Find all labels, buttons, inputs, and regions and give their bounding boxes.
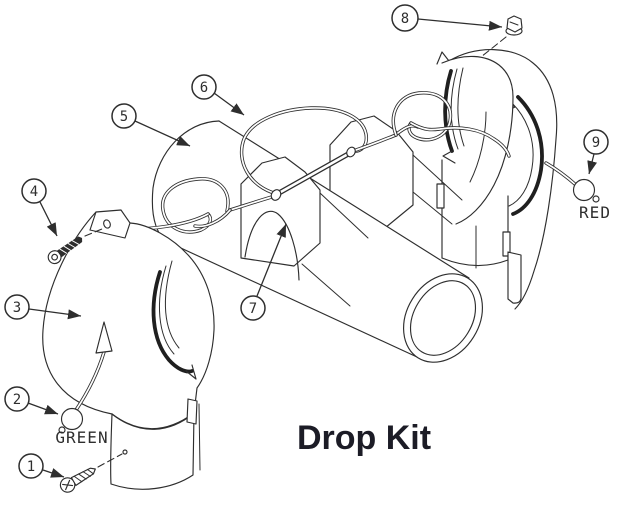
leader-lines (27, 18, 598, 478)
callout-number-4: 4 (30, 184, 38, 200)
right-cover-front-shell-outline (441, 55, 514, 225)
tube-top-edge (218, 120, 470, 279)
nut-8-axis-dashed (480, 36, 507, 58)
callout-balloon-2: 2 (4, 386, 30, 412)
left-cover-part (42, 209, 215, 490)
leader-2 (27, 402, 59, 415)
right-cover-clip-slot (436, 183, 445, 209)
callout-number-6: 6 (200, 80, 208, 96)
callout-balloon-9: 9 (583, 129, 609, 155)
cord-part (106, 91, 511, 234)
left-cover-clip-slot (186, 398, 198, 425)
leader-6 (213, 92, 245, 116)
saddle-bracket-left (240, 156, 369, 307)
callout-balloon-7: 7 (240, 295, 266, 321)
saddle-arch-cutout (244, 210, 300, 281)
ball-green (60, 407, 84, 431)
callout-number-2: 2 (13, 392, 21, 408)
leader-5 (134, 120, 191, 147)
callout-number-3: 3 (13, 300, 21, 316)
callout-balloon-3: 3 (4, 294, 30, 320)
right-cover-back-rim (511, 95, 544, 216)
callout-balloon-8: 8 (391, 4, 419, 32)
screw-part-1 (59, 453, 123, 493)
leader-3 (28, 308, 82, 320)
callout-number-8: 8 (401, 11, 409, 27)
leader-4 (39, 201, 58, 237)
cord-direction-arrow (95, 321, 113, 354)
screw-1-axis-dashed (97, 453, 123, 468)
callout-balloon-5: 5 (111, 103, 137, 129)
cord-grommet (346, 146, 356, 158)
callout-balloon-6: 6 (191, 74, 217, 100)
right-cover-strap (507, 251, 522, 304)
right-cover-clip-slot (502, 231, 511, 257)
ball-green-knot (58, 426, 66, 434)
right-cover-front-rim (443, 69, 454, 153)
ball-red-knot (592, 195, 600, 203)
red-cord-assembly (544, 161, 600, 203)
ball-red (572, 178, 596, 202)
screw-part-4 (47, 228, 103, 265)
label-green: GREEN (55, 428, 108, 447)
callout-number-9: 9 (592, 135, 600, 151)
callout-balloon-1: 1 (18, 453, 44, 479)
leader-7 (256, 223, 287, 297)
callout-number-5: 5 (120, 109, 128, 125)
callout-number-7: 7 (249, 301, 257, 317)
right-cover-part (436, 49, 558, 310)
leader-9 (587, 153, 598, 175)
right-cover-back-shell-outline (436, 49, 558, 310)
green-cord-assembly (58, 321, 113, 434)
screw-4-axis-dashed (84, 228, 103, 237)
cord-grommet (270, 189, 282, 201)
callout-number-1: 1 (27, 459, 35, 475)
left-cover-rim (151, 270, 194, 374)
page-title: Drop Kit (297, 419, 431, 457)
tab-hole (103, 219, 111, 229)
leader-8 (417, 18, 503, 31)
callout-balloons: 1 2 3 4 5 6 7 8 (4, 4, 609, 479)
tube-bottom-edge (169, 242, 418, 358)
callout-balloon-4: 4 (21, 178, 47, 204)
leader-1 (42, 468, 65, 478)
screw-pilot-hole (122, 449, 128, 455)
label-red: RED (579, 203, 611, 222)
nut-part-8 (480, 15, 523, 58)
